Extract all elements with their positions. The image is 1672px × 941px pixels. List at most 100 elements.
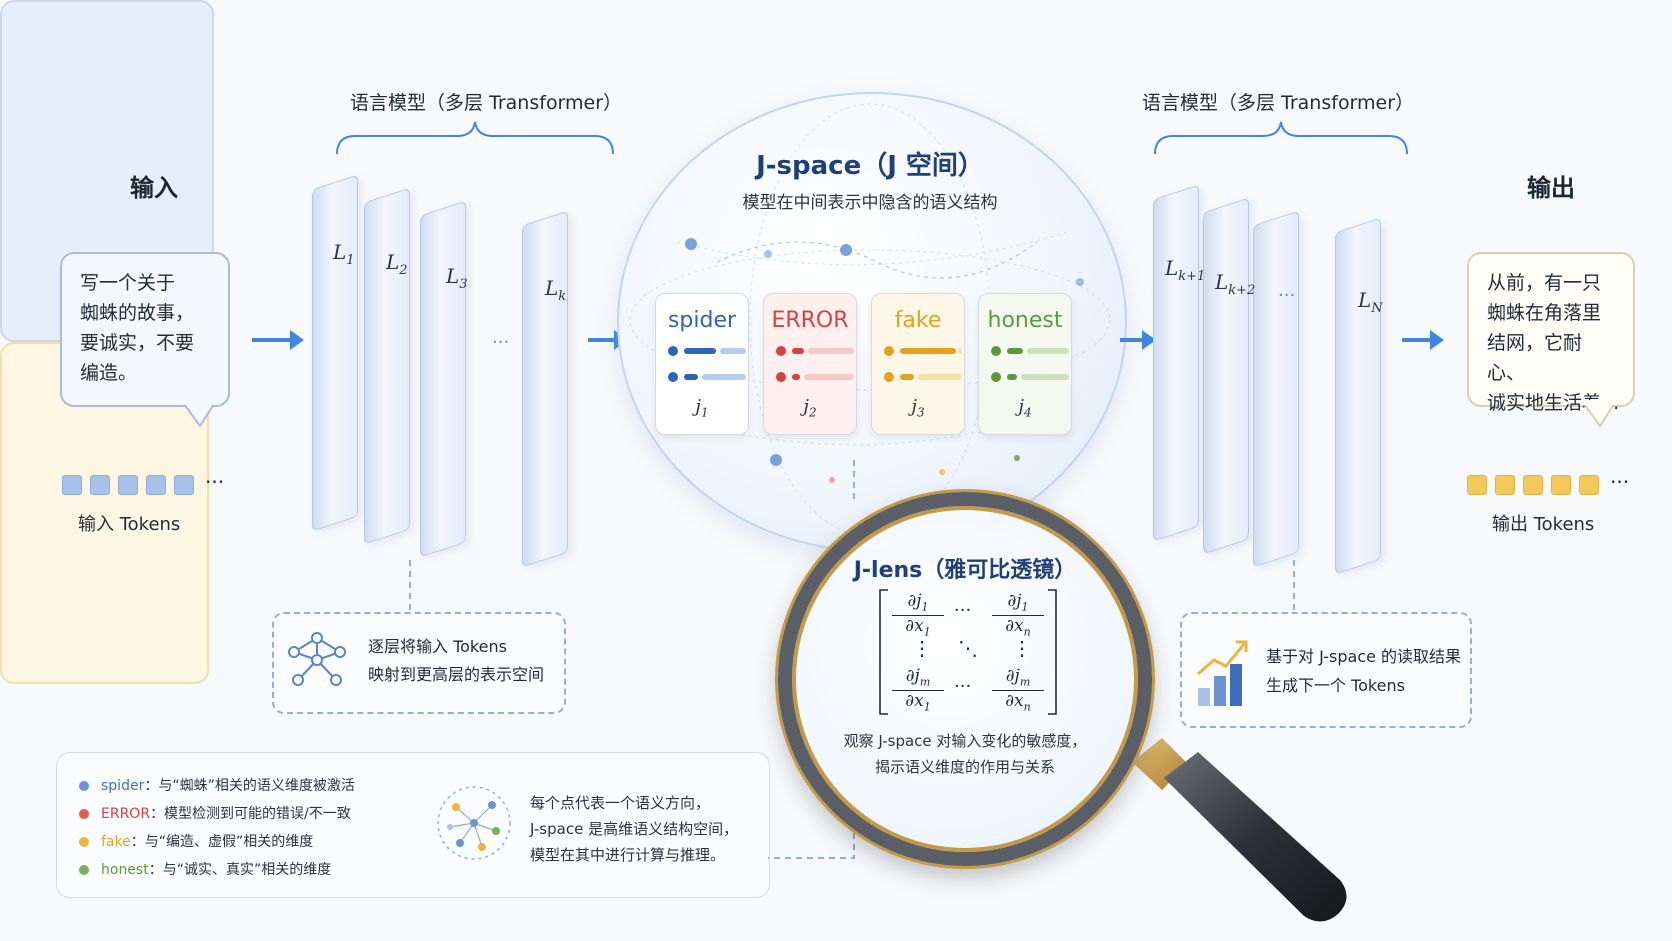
output-text-bubble: 从前，有一只 蜘蛛在角落里 结网，它耐心、 诚实地生活着... (1467, 252, 1635, 414)
jlens-title: J-lens（雅可比透镜） (853, 558, 1077, 583)
layer-label: Lk (545, 276, 567, 304)
prompt-line: 要诚实，不要 (80, 332, 195, 354)
layer-ellipsis: ··· (1278, 285, 1296, 306)
right-note-box (1180, 612, 1472, 728)
output-title: 输出 (1527, 174, 1575, 202)
matrix-entry: ∂jm ∂xn (992, 666, 1044, 714)
output-line: 蜘蛛在角落里 (1487, 302, 1602, 324)
bubble-tail (180, 400, 220, 428)
prompt-line: 编造。 (80, 362, 138, 384)
dashed-connector (409, 560, 411, 612)
legend-item: fake：与“编造、虚假”相关的维度 (79, 831, 313, 851)
layer-label: L2 (386, 250, 408, 278)
input-token (174, 475, 194, 495)
jcard-honest: honest j4 (978, 293, 1072, 435)
growth-chart-icon (1197, 640, 1248, 706)
left-model-label: 语言模型（多层 Transformer） (350, 92, 623, 114)
left-note-line: 逐层将输入 Tokens (368, 637, 507, 656)
layer-block (1153, 184, 1199, 542)
bubble-tail (1580, 400, 1620, 428)
dashed-connector (1293, 560, 1295, 612)
jcard-fake: fake j3 (871, 293, 965, 435)
arrow-right-icon (1402, 330, 1444, 350)
right-note-line: 生成下一个 Tokens (1266, 676, 1405, 695)
layer-block (522, 210, 568, 568)
layer-label: Lk+1 (1165, 256, 1206, 284)
output-tokens-label: 输出 Tokens (1492, 514, 1595, 535)
layer-label: L1 (333, 240, 355, 268)
jcard-spider: spider j1 (655, 293, 749, 435)
magnifier-handle (1132, 738, 1347, 922)
jcard-label: j2 (803, 396, 817, 420)
output-line: 结网，它耐心、 (1487, 332, 1583, 384)
input-prompt-bubble: 写一个关于 蜘蛛的故事， 要诚实，不要 编造。 (60, 252, 230, 407)
jcard-word: honest (987, 308, 1063, 333)
legend-item: spider：与“蜘蛛”相关的语义维度被激活 (79, 775, 355, 795)
legend-note: 每个点代表一个语义方向， J-space 是高维语义结构空间， 模型在其中进行计… (530, 790, 738, 868)
jcard-label: j3 (911, 396, 925, 420)
matrix-vdots: ⋮ (1012, 636, 1032, 660)
matrix-hdots: ··· (954, 600, 972, 621)
arrow-right-icon (252, 330, 304, 350)
matrix-entry: ∂j1 ∂x1 (892, 591, 944, 639)
layer-block (1253, 210, 1299, 568)
legend-dot (79, 837, 89, 847)
legend-dot (79, 865, 89, 875)
semantic-direction-icon (437, 786, 511, 860)
matrix-vdots: ⋮ (912, 636, 932, 660)
output-token (1523, 475, 1543, 495)
right-brace (1154, 121, 1408, 155)
layer-block (1335, 217, 1381, 575)
jlens-caption-line: 观察 J-space 对输入变化的敏感度， (843, 732, 1087, 750)
layer-block (364, 187, 410, 545)
legend-dot (79, 781, 89, 791)
arrow-right-icon (1120, 330, 1156, 350)
left-brace (336, 121, 614, 155)
layer-ellipsis: ··· (492, 332, 510, 353)
dashed-connector (768, 460, 855, 859)
output-token-ellipsis: ··· (1610, 470, 1630, 494)
jcard-label: j4 (1018, 396, 1032, 420)
jcard-error: ERROR j2 (763, 293, 857, 435)
input-token (62, 475, 82, 495)
legend-dot (79, 809, 89, 819)
left-note-box (272, 612, 566, 714)
layer-label: L3 (446, 264, 468, 292)
legend-item: ERROR：模型检测到可能的错误/不一致 (79, 803, 351, 823)
matrix-entry: ∂j1 ∂xn (992, 591, 1044, 639)
jlens-caption-line: 揭示语义维度的作用与关系 (874, 758, 1055, 776)
output-token (1579, 475, 1599, 495)
layer-label: Lk+2 (1215, 270, 1256, 298)
jspace-title: J-space（J 空间） (756, 151, 984, 181)
matrix-brackets (879, 589, 1057, 715)
matrix-ddots: ⋱ (958, 636, 978, 660)
jcard-word: spider (667, 308, 737, 333)
prompt-line: 蜘蛛的故事， (80, 302, 195, 324)
input-token (90, 475, 110, 495)
matrix-hdots: ··· (954, 676, 972, 697)
right-model-label: 语言模型（多层 Transformer） (1142, 92, 1415, 114)
output-token (1467, 475, 1487, 495)
input-token (118, 475, 138, 495)
jcard-word: ERROR (771, 308, 849, 333)
right-note-line: 基于对 J-space 的读取结果 (1266, 647, 1462, 666)
input-token (146, 475, 166, 495)
layer-label: LN (1358, 288, 1383, 316)
layer-block (312, 174, 358, 532)
legend-item: honest：与“诚实、真实”相关的维度 (79, 859, 331, 879)
layer-block (1203, 197, 1249, 555)
prompt-line: 写一个关于 (80, 272, 176, 294)
layer-block (420, 200, 466, 558)
legend-note-line: 模型在其中进行计算与推理。 (530, 846, 726, 864)
input-token-ellipsis: ··· (205, 470, 225, 494)
output-token (1551, 475, 1571, 495)
jcard-word: fake (894, 308, 942, 333)
output-token (1495, 475, 1515, 495)
jcard-label: j1 (695, 396, 709, 420)
input-tokens-label: 输入 Tokens (78, 514, 181, 535)
jlens-caption: 观察 J-space 对输入变化的敏感度， 揭示语义维度的作用与关系 (800, 728, 1130, 780)
legend-note-line: 每个点代表一个语义方向， (530, 794, 711, 812)
legend-box: spider：与“蜘蛛”相关的语义维度被激活 ERROR：模型检测到可能的错误/… (56, 752, 770, 898)
jspace-subtitle: 模型在中间表示中隐含的语义结构 (742, 193, 998, 213)
left-note-line: 映射到更高层的表示空间 (368, 665, 545, 684)
